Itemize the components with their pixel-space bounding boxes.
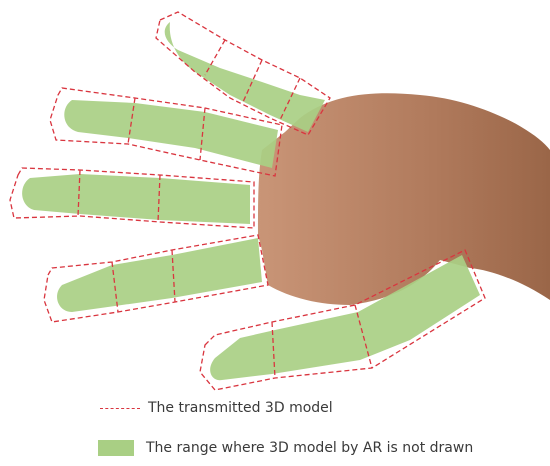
legend-dashed-label: The transmitted 3D model	[148, 400, 333, 416]
finger-third	[10, 168, 254, 228]
legend-dashed: The transmitted 3D model	[100, 400, 333, 416]
finger-fill	[57, 238, 262, 312]
green-fill-swatch	[98, 440, 134, 456]
finger-fill	[64, 100, 278, 168]
dashed-line-swatch	[100, 408, 140, 409]
finger-fourth	[44, 235, 268, 322]
legend-fill: The range where 3D model by AR is not dr…	[98, 440, 473, 456]
legend-fill-label: The range where 3D model by AR is not dr…	[146, 440, 473, 456]
